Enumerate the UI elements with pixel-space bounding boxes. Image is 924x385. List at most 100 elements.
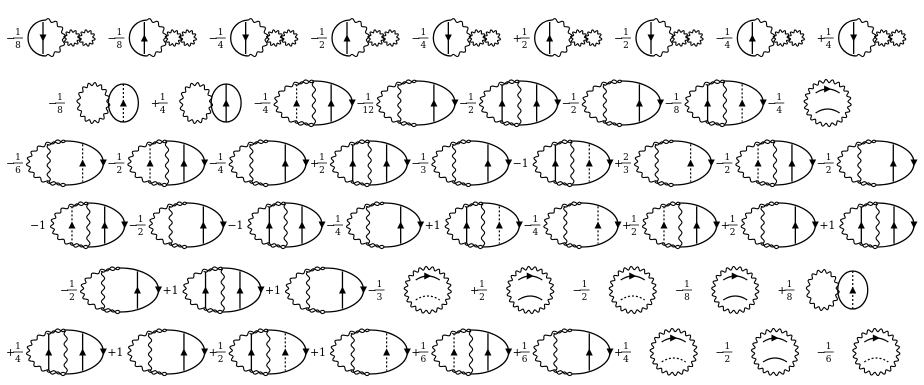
term-sign: + bbox=[310, 346, 319, 359]
coefficient-numerator: 1 bbox=[138, 215, 144, 225]
photon-rung bbox=[452, 144, 455, 181]
photon-rung bbox=[312, 82, 315, 124]
coefficient-numerator: 1 bbox=[776, 93, 782, 103]
propagator-arrow bbox=[404, 160, 411, 167]
diagram-term: −12 bbox=[715, 140, 816, 187]
fermion-arc bbox=[167, 330, 205, 374]
photon-rung bbox=[47, 144, 50, 181]
tadpole-bubble bbox=[383, 30, 399, 46]
diagram-term: +16 bbox=[513, 329, 614, 376]
coefficient-numerator: 1 bbox=[218, 153, 224, 163]
propagator-arrow bbox=[319, 222, 326, 229]
tadpole-bubble bbox=[890, 30, 906, 46]
coefficient-numerator: 1 bbox=[724, 342, 730, 352]
propagator-arrow bbox=[607, 349, 614, 356]
coefficient-numerator: 1 bbox=[15, 153, 21, 163]
photon-arc bbox=[432, 329, 471, 376]
photon-arc bbox=[840, 202, 878, 249]
propagator-arrow bbox=[223, 100, 230, 107]
coefficient-denominator: 2 bbox=[724, 166, 730, 176]
tadpole-bubble bbox=[571, 30, 587, 46]
diagram-term: −12 bbox=[614, 19, 703, 57]
term-sign: + bbox=[614, 346, 623, 359]
coefficient-numerator: 1 bbox=[160, 93, 166, 103]
term-sign: + bbox=[425, 219, 434, 232]
fermion-arc bbox=[370, 330, 408, 374]
propagator-arrow bbox=[100, 349, 107, 356]
photon-loop bbox=[180, 83, 213, 124]
term-sign: + bbox=[614, 157, 623, 170]
tadpole-bubble bbox=[79, 30, 95, 46]
term-sign: − bbox=[254, 97, 263, 110]
propagator-arrow bbox=[660, 222, 667, 229]
tadpole-bubble bbox=[180, 30, 196, 46]
coefficient-denominator: 6 bbox=[420, 355, 426, 365]
diagram-term: −12 bbox=[107, 140, 208, 187]
term-sign: + bbox=[470, 284, 479, 297]
photon-rung bbox=[761, 206, 764, 243]
photon-rung bbox=[148, 333, 151, 370]
term-sign: − bbox=[310, 32, 319, 45]
photon-arc bbox=[229, 329, 268, 376]
propagator-arrow bbox=[496, 222, 503, 229]
coefficient-numerator: 1 bbox=[522, 28, 528, 38]
photon-arc bbox=[533, 140, 572, 187]
propagator-arrow bbox=[417, 222, 424, 229]
term-sign: − bbox=[411, 32, 420, 45]
propagator-arrow bbox=[713, 222, 720, 229]
term-sign: − bbox=[60, 284, 69, 297]
fermion-arc bbox=[471, 330, 509, 374]
equation-row: −1−12−1−14+1−14+12+12+1 bbox=[30, 202, 918, 249]
fermion-arc bbox=[384, 203, 420, 247]
propagator-arrow bbox=[299, 222, 306, 229]
fermion-arc bbox=[483, 203, 519, 247]
diagram-term: −12 bbox=[310, 19, 399, 57]
propagator-arrow bbox=[858, 222, 865, 229]
photon-arc bbox=[331, 329, 370, 376]
photon-loop bbox=[404, 266, 451, 313]
fermion-arc bbox=[120, 268, 158, 312]
fermion-arc bbox=[268, 141, 306, 185]
propagator-arrow bbox=[349, 100, 356, 107]
coefficient-denominator: 6 bbox=[15, 166, 21, 176]
diagram-term: +12 bbox=[622, 202, 720, 249]
propagator-arrow bbox=[463, 222, 470, 229]
coefficient-numerator: 1 bbox=[319, 28, 325, 38]
coefficient-denominator: 2 bbox=[138, 228, 144, 238]
propagator-arrow bbox=[452, 100, 459, 107]
diagram-term: −18 bbox=[675, 266, 759, 313]
ghost-line bbox=[662, 358, 686, 362]
term-sign: − bbox=[573, 284, 582, 297]
diagram-term: −18 bbox=[665, 80, 767, 127]
ghost-line bbox=[864, 358, 888, 362]
propagator-arrow bbox=[445, 35, 452, 42]
photon-arc bbox=[286, 267, 326, 314]
photon-rung bbox=[723, 82, 726, 124]
propagator-arrow bbox=[397, 222, 404, 229]
term-sign: − bbox=[209, 32, 218, 45]
fermion-arc bbox=[622, 81, 660, 125]
photon-rung bbox=[679, 204, 682, 246]
coefficient-numerator: 1 bbox=[826, 153, 832, 163]
diagram-term: −1 bbox=[227, 202, 325, 249]
photon-arc bbox=[654, 19, 673, 57]
propagator-arrow bbox=[141, 35, 148, 42]
coefficient-denominator: 2 bbox=[468, 106, 474, 116]
coefficient-denominator: 4 bbox=[218, 41, 224, 51]
propagator-arrow bbox=[527, 273, 534, 280]
propagator-arrow bbox=[687, 160, 694, 167]
propagator-arrow bbox=[749, 35, 756, 42]
propagator-arrow bbox=[648, 35, 655, 42]
term-sign: − bbox=[30, 219, 39, 232]
coefficient: 1 bbox=[39, 219, 46, 232]
photon-rung bbox=[564, 206, 567, 243]
coefficient: 1 bbox=[236, 219, 243, 232]
diagram-term: −14 bbox=[715, 19, 804, 57]
propagator-arrow bbox=[615, 222, 622, 229]
propagator-arrow bbox=[383, 160, 390, 167]
propagator-arrow bbox=[607, 160, 614, 167]
term-sign: − bbox=[107, 32, 116, 45]
diagram-term: −14 bbox=[209, 19, 298, 57]
diagram-term: −12 bbox=[459, 80, 561, 127]
coefficient: 1 bbox=[828, 219, 835, 232]
